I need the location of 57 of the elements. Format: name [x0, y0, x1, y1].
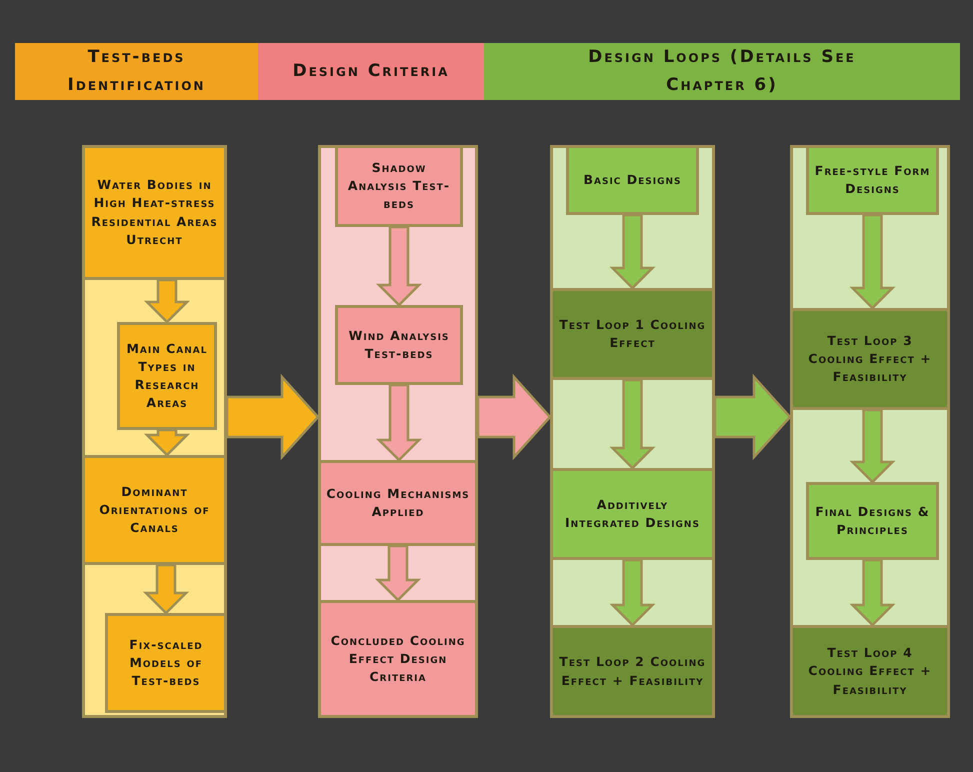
- process-box: [553, 288, 712, 380]
- process-box: [566, 148, 699, 215]
- block-arrow: [142, 564, 190, 615]
- process-box: [553, 468, 712, 560]
- header-band: [484, 43, 960, 100]
- process-box: [793, 308, 947, 410]
- step-label: Basic Designs: [583, 170, 682, 189]
- section-heading: Design Criteria: [292, 60, 450, 83]
- process-box: [85, 148, 224, 280]
- process-box: [335, 305, 463, 385]
- process-box: [105, 613, 224, 713]
- step-label: Main Canal Types in Research Areas: [125, 340, 208, 412]
- block-arrow: [144, 428, 190, 457]
- section-heading: Design Loops (Details See Chapter 6): [587, 46, 857, 96]
- block-arrow: [476, 374, 552, 460]
- step-label: Dominant Orientations of Canals: [98, 482, 211, 538]
- column-panel: [318, 145, 478, 718]
- step-label: Free-style Form Designs: [814, 162, 932, 198]
- section-heading: Test-beds Identification: [66, 46, 206, 96]
- column-panel: [82, 145, 227, 718]
- step-label: Test Loop 4 Cooling Effect + Feasibility: [807, 644, 933, 699]
- process-box: [335, 148, 463, 227]
- step-label: Wind Analysis Test-beds: [348, 326, 450, 363]
- block-arrow: [714, 374, 792, 460]
- header-band: [15, 43, 258, 100]
- process-box: [793, 625, 947, 715]
- block-arrow: [226, 374, 320, 460]
- block-arrow: [376, 226, 422, 307]
- process-box: [85, 455, 224, 565]
- step-label: Test Loop 1 Cooling Effect: [558, 316, 707, 352]
- block-arrow: [374, 544, 422, 602]
- process-box: [117, 322, 217, 430]
- step-label: Cooling Mechanisms Applied: [325, 484, 471, 521]
- step-label: Test Loop 2 Cooling Effect + Feasibility: [558, 653, 707, 690]
- process-box: [321, 460, 475, 546]
- process-box: [553, 625, 712, 715]
- block-arrow: [849, 214, 896, 310]
- step-label: Additively Integrated Designs: [564, 496, 701, 532]
- block-arrow: [609, 214, 656, 290]
- process-box: [806, 148, 939, 215]
- step-label: Shadow Analysis Test-beds: [346, 158, 452, 214]
- step-label: Water Bodies in High Heat-stress Residential Areas Utrecht: [90, 176, 219, 249]
- block-arrow: [376, 384, 422, 462]
- block-arrow: [609, 558, 656, 627]
- column-panel: [550, 145, 715, 718]
- step-label: Test Loop 3 Cooling Effect + Feasibility: [807, 332, 933, 386]
- step-label: Fix-scaled Models of Test-beds: [128, 636, 204, 690]
- process-box: [806, 482, 939, 560]
- block-arrow: [849, 558, 896, 627]
- step-label: Final Designs & Principles: [814, 502, 931, 539]
- block-arrow: [609, 378, 656, 470]
- process-box: [321, 600, 475, 715]
- header-band: [258, 43, 484, 100]
- step-label: Concluded Cooling Effect Design Criteria: [330, 632, 466, 686]
- block-arrow: [144, 278, 190, 324]
- block-arrow: [849, 408, 896, 484]
- column-panel: [790, 145, 950, 718]
